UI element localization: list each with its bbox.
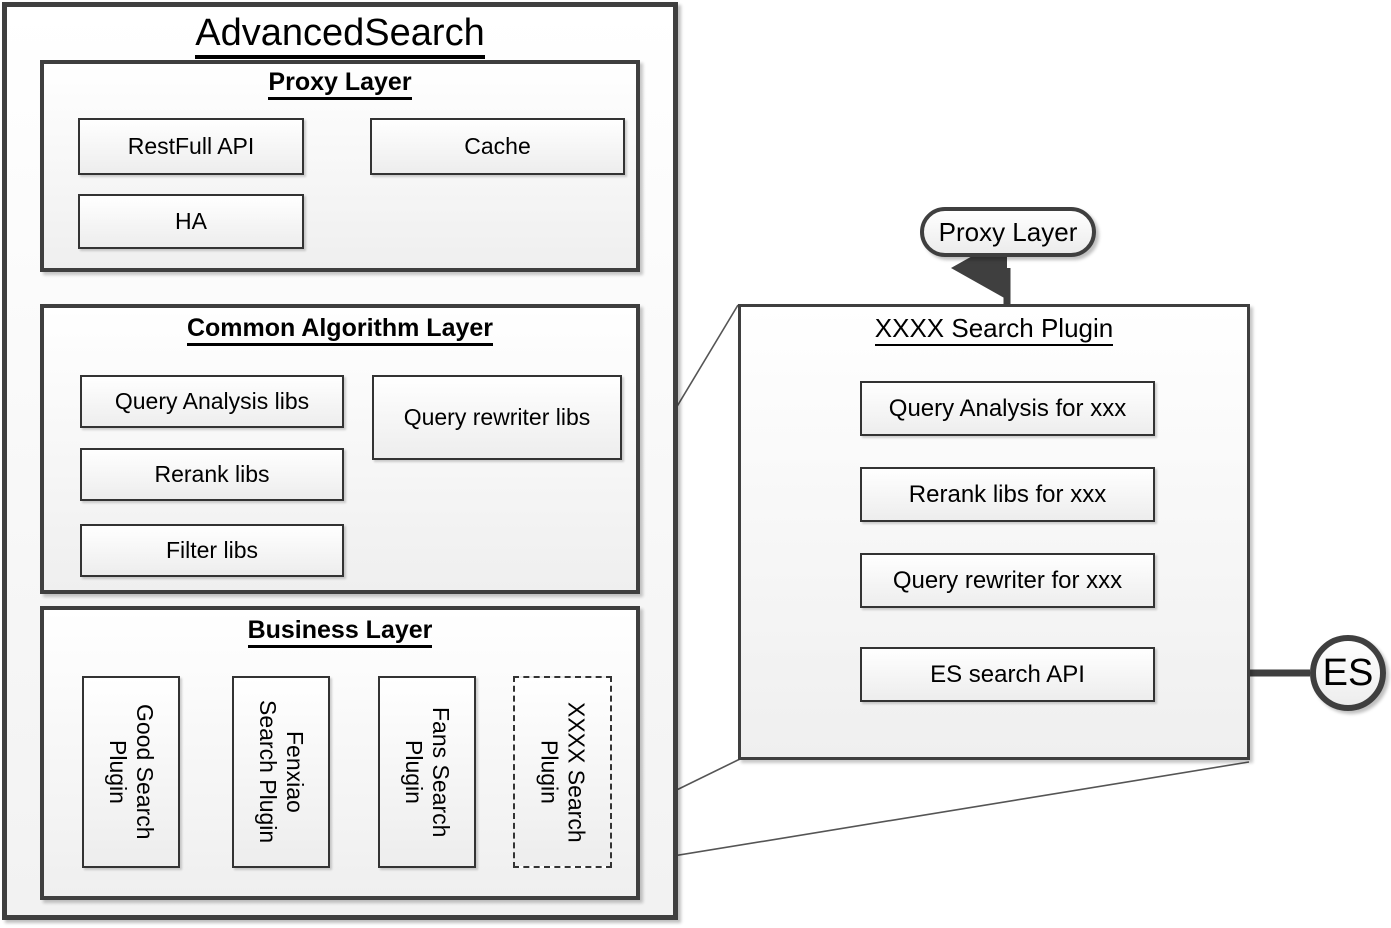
node-proxy-layer-upstream[interactable]: Proxy Layer: [920, 207, 1096, 257]
layer-business-title: Business Layer: [40, 616, 640, 648]
component-query-rewriter-libs[interactable]: Query rewriter libs: [372, 375, 622, 460]
component-filter-libs[interactable]: Filter libs: [80, 524, 344, 577]
component-cache[interactable]: Cache: [370, 118, 625, 175]
page-title: AdvancedSearch: [2, 12, 678, 59]
detail-query-rewriter-for-xxx[interactable]: Query rewriter for xxx: [860, 553, 1155, 608]
node-es-datastore[interactable]: ES: [1310, 635, 1386, 711]
component-query-analysis-libs[interactable]: Query Analysis libs: [80, 375, 344, 428]
component-ha[interactable]: HA: [78, 194, 304, 249]
detail-query-analysis-for-xxx[interactable]: Query Analysis for xxx: [860, 381, 1155, 436]
plugin-xxxx-search[interactable]: XXXX Search Plugin: [513, 676, 612, 868]
plugin-good-search[interactable]: Good Search Plugin: [82, 676, 180, 868]
detail-rerank-libs-for-xxx[interactable]: Rerank libs for xxx: [860, 467, 1155, 522]
component-rerank-libs[interactable]: Rerank libs: [80, 448, 344, 501]
layer-proxy-title: Proxy Layer: [40, 68, 640, 100]
panel-xxxx-search-plugin-title: XXXX Search Plugin: [738, 313, 1250, 346]
layer-common-algorithm-title: Common Algorithm Layer: [40, 314, 640, 346]
plugin-fenxiao-search[interactable]: Fenxiao Search Plugin: [232, 676, 330, 868]
plugin-fans-search[interactable]: Fans Search Plugin: [378, 676, 476, 868]
detail-es-search-api[interactable]: ES search API: [860, 647, 1155, 702]
component-restfull-api[interactable]: RestFull API: [78, 118, 304, 175]
